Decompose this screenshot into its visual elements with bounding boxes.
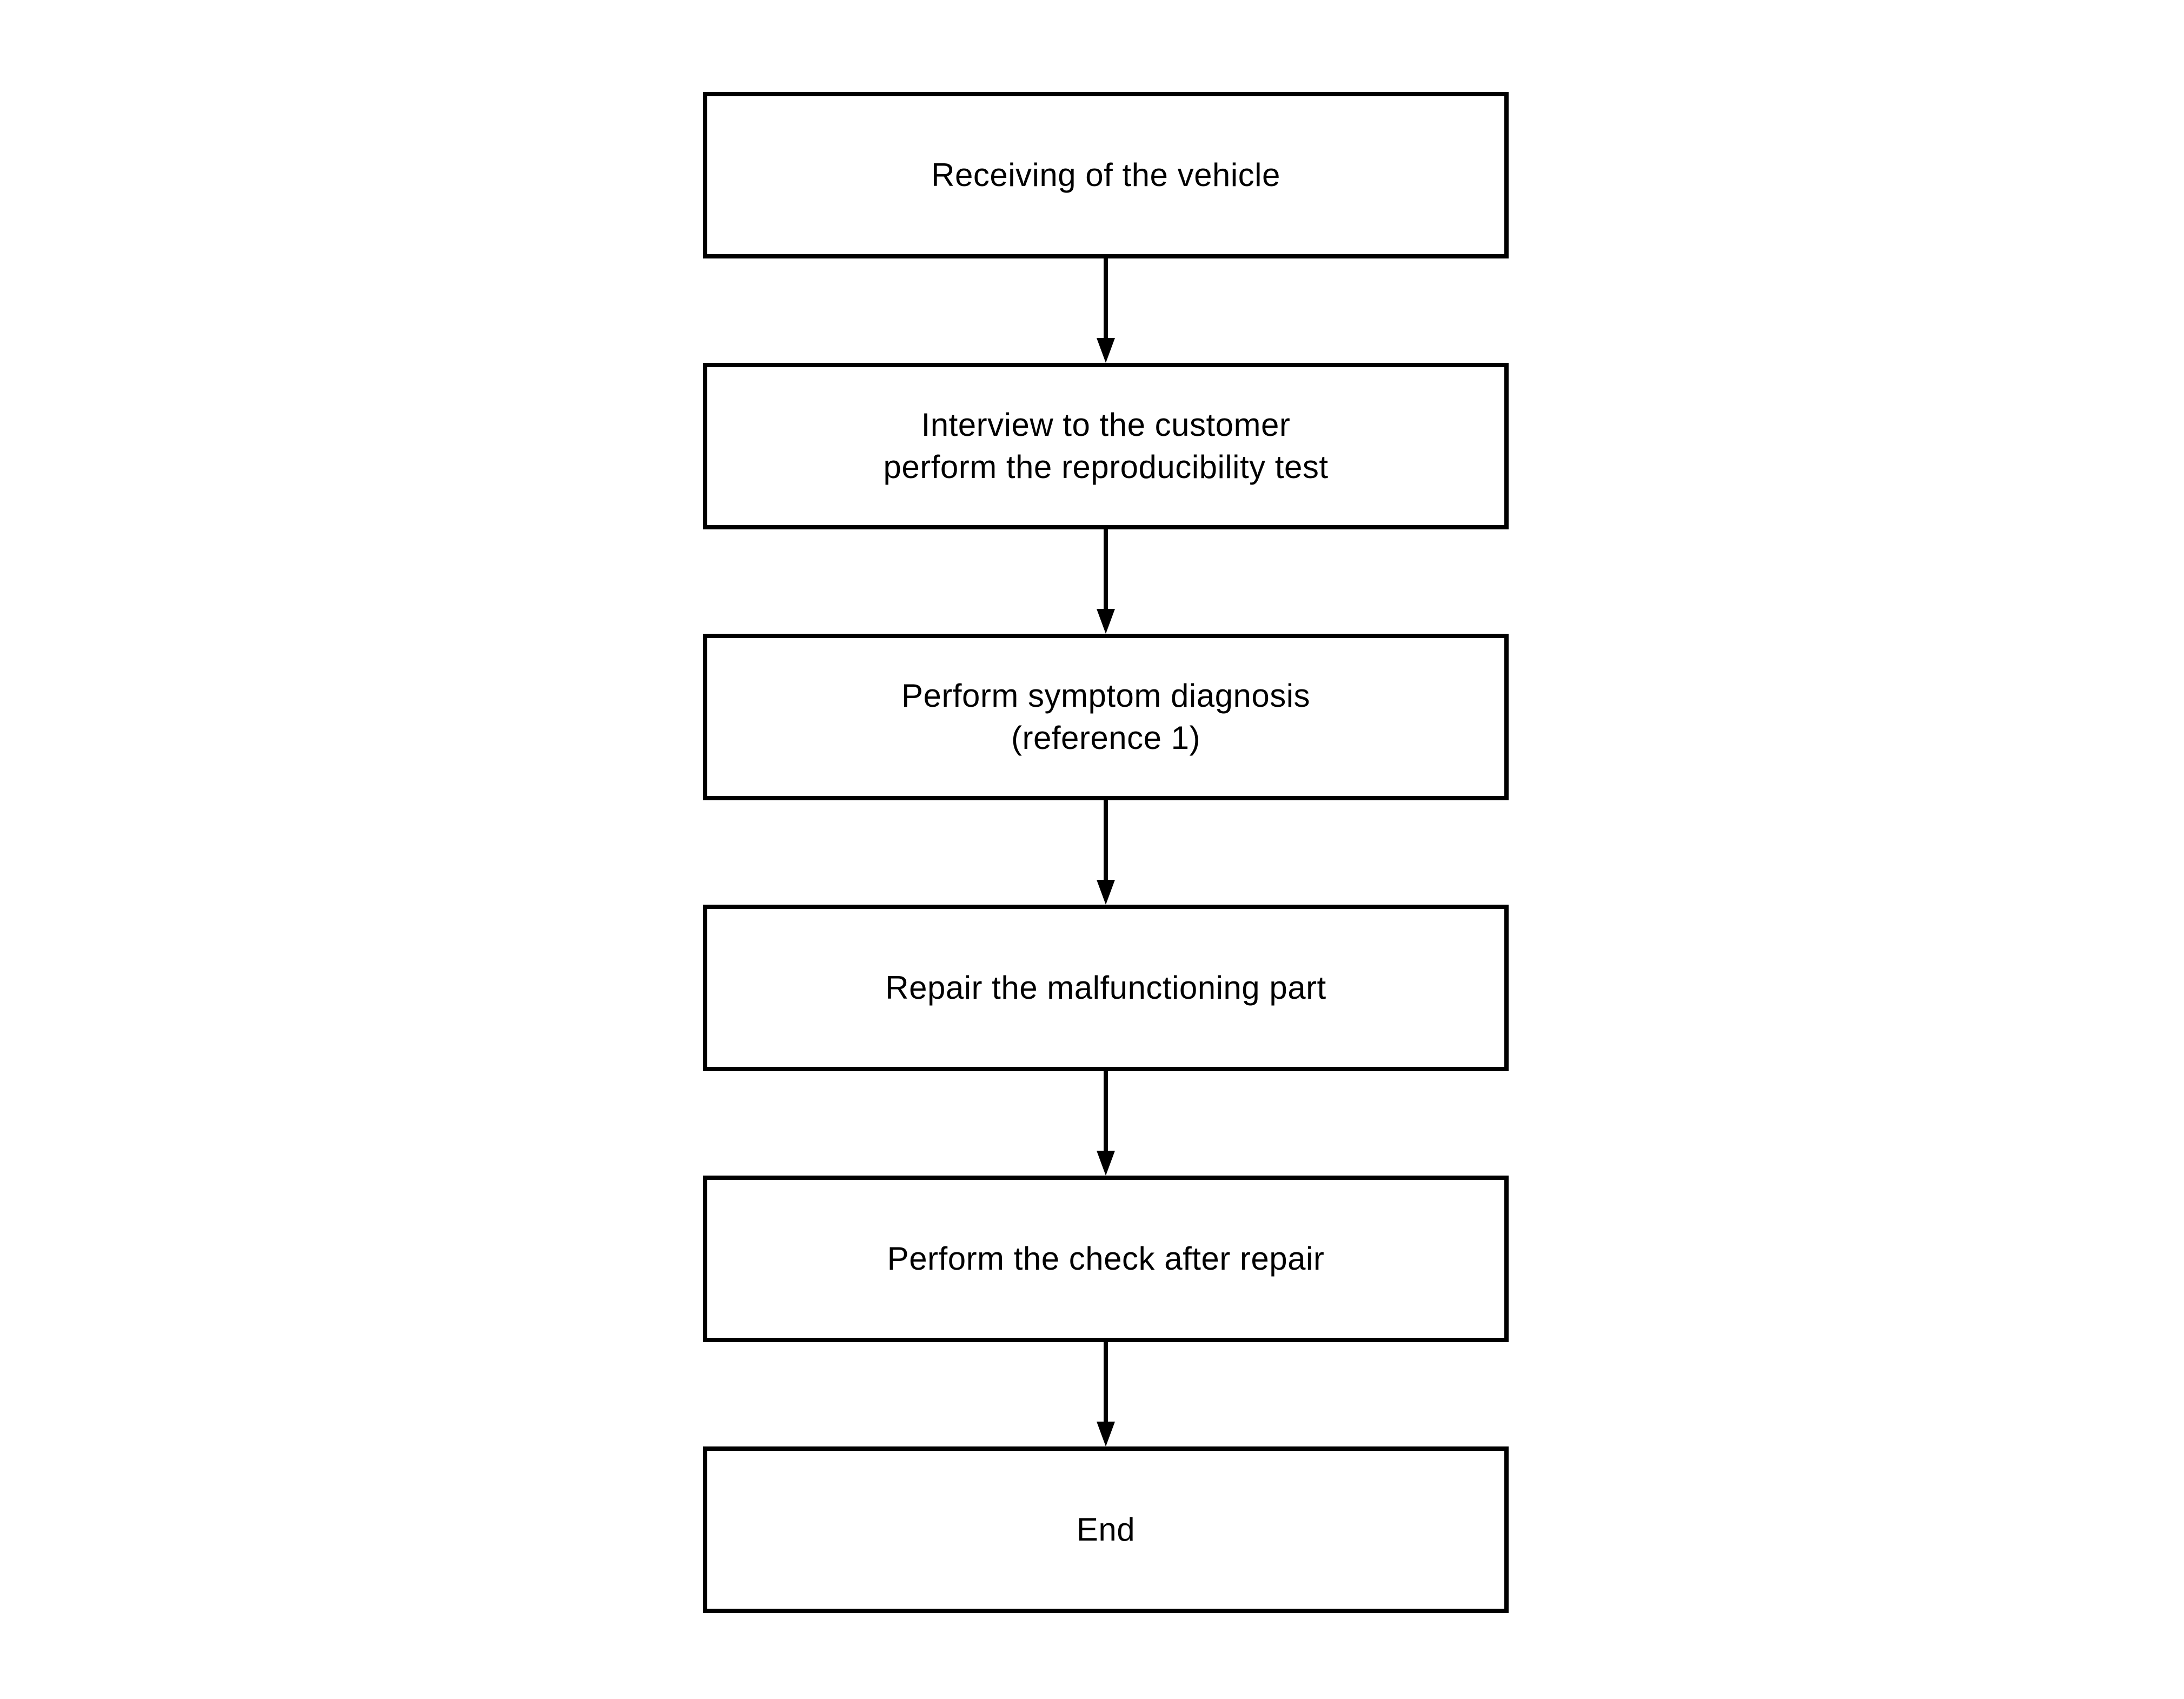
arrow-down-icon (1097, 529, 1115, 634)
flow-node-check-after-repair-label: Perform the check after repair (887, 1240, 1325, 1277)
arrow-head (1097, 1151, 1115, 1176)
flow-node-end-label: End (1076, 1511, 1136, 1548)
flow-node-end: End (703, 1446, 1509, 1613)
flowchart: Receiving of the vehicle Interview to th… (703, 92, 1509, 1613)
arrow-shaft (1104, 800, 1108, 880)
arrow-head (1097, 1422, 1115, 1446)
flow-node-check-after-repair: Perform the check after repair (703, 1176, 1509, 1342)
arrow-down-icon (1097, 1071, 1115, 1176)
flow-node-interview: Interview to the customer perform the re… (703, 363, 1509, 529)
flow-node-repair: Repair the malfunctioning part (703, 905, 1509, 1071)
arrow-shaft (1104, 1071, 1108, 1151)
arrow-shaft (1104, 529, 1108, 609)
flow-node-repair-label: Repair the malfunctioning part (885, 970, 1326, 1006)
flow-node-symptom-diagnosis: Perform symptom diagnosis (reference 1) (703, 634, 1509, 800)
flow-node-receiving: Receiving of the vehicle (703, 92, 1509, 258)
arrow-head (1097, 338, 1115, 363)
flow-node-symptom-diagnosis-label: Perform symptom diagnosis (reference 1) (901, 678, 1311, 756)
arrow-down-icon (1097, 258, 1115, 363)
arrow-head (1097, 609, 1115, 634)
arrow-head (1097, 880, 1115, 905)
arrow-shaft (1104, 1342, 1108, 1422)
arrow-shaft (1104, 258, 1108, 339)
flow-node-interview-label: Interview to the customer perform the re… (883, 407, 1329, 485)
arrow-down-icon (1097, 800, 1115, 905)
arrow-down-icon (1097, 1342, 1115, 1446)
flow-node-receiving-label: Receiving of the vehicle (931, 157, 1280, 193)
